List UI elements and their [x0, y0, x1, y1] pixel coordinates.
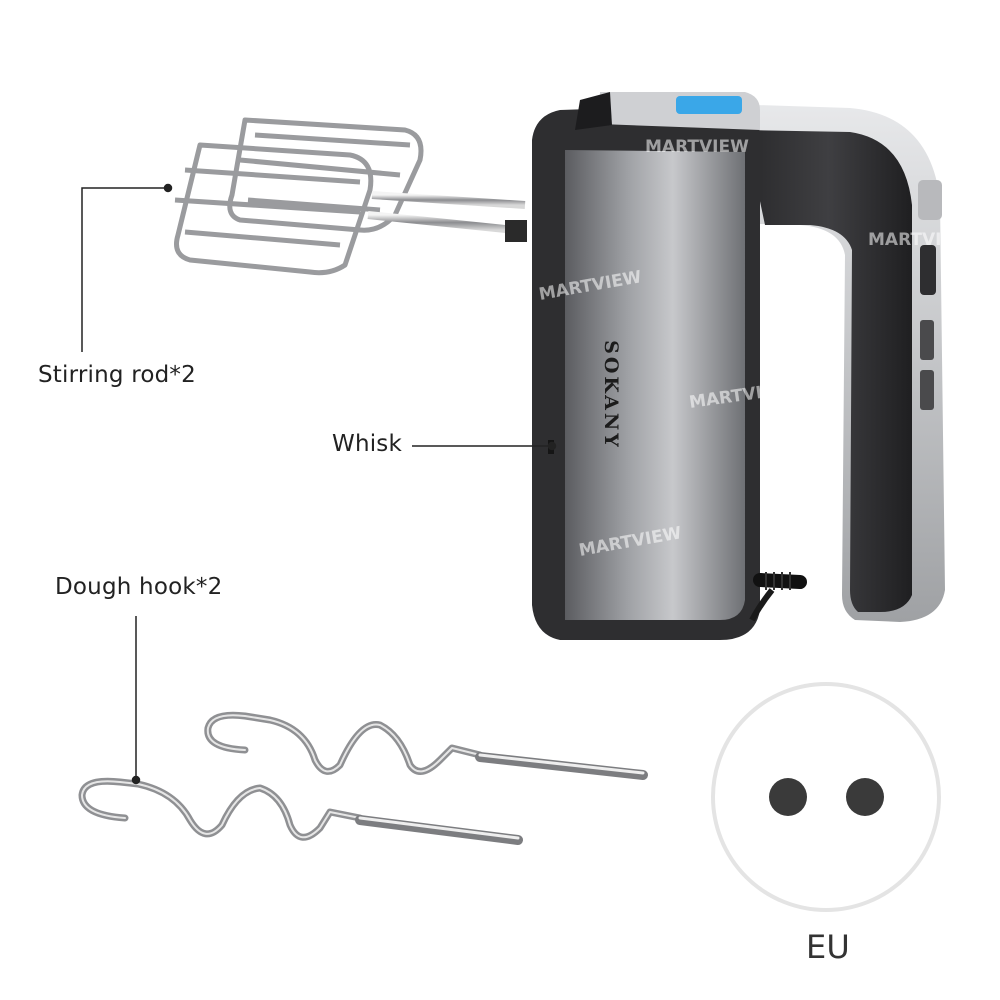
indicator-light	[676, 96, 742, 114]
watermark-text: MARTVIEW	[645, 137, 749, 157]
dough-hook-label: Dough hook*2	[55, 574, 223, 600]
power-cord	[749, 572, 807, 622]
stirring-rods	[174, 117, 527, 276]
brand-logo: SOKANY	[560, 330, 650, 460]
dough-hooks	[78, 711, 648, 845]
socket-hole-left	[769, 778, 807, 816]
callout-lines	[81, 183, 557, 785]
svg-text:MARTVIEW: MARTVIEW	[868, 230, 972, 250]
svg-text:SOKANY: SOKANY	[600, 340, 622, 450]
stirring-rod-label: Stirring rod*2	[38, 362, 196, 388]
socket-hole-right	[846, 778, 884, 816]
stirring-rod-leader	[81, 187, 168, 352]
mixer-body	[532, 92, 760, 640]
eu-socket-icon	[711, 682, 941, 912]
mixer-handle	[600, 100, 945, 622]
plug-type-label: EU	[806, 928, 851, 966]
whisk-label: Whisk	[332, 431, 403, 457]
